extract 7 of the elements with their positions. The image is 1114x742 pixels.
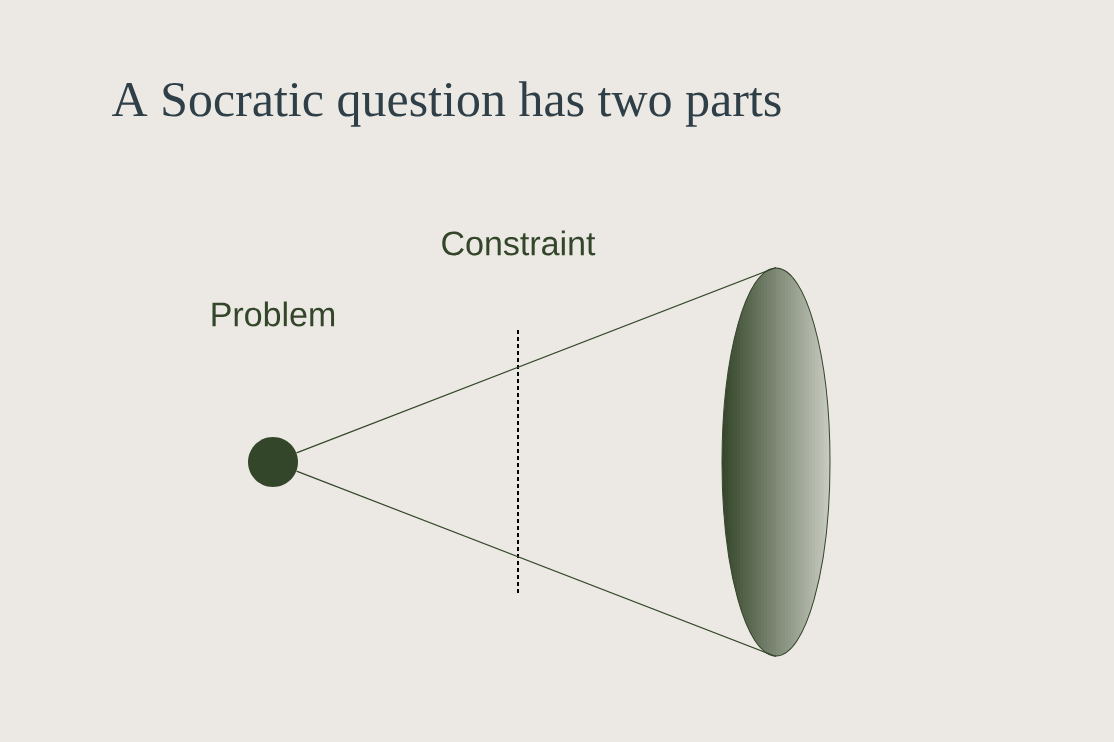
line-label: Constraint [442, 230, 596, 256]
circle-shape [248, 437, 298, 487]
ellipse-shape [721, 267, 831, 657]
connector-line [295, 470, 777, 658]
connector-line [295, 266, 777, 454]
title: A Socratic question has two parts [112, 81, 781, 127]
node-label: Problem [212, 301, 335, 327]
